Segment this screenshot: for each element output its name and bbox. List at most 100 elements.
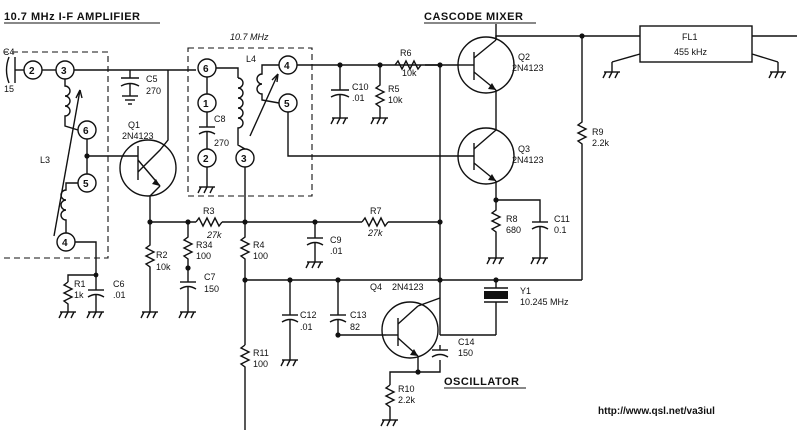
wire-q3-emitter [496, 199, 541, 222]
svg-text:Q3: Q3 [518, 144, 530, 154]
svg-text:680: 680 [506, 225, 521, 235]
r8-resistor: R8 680 [486, 200, 521, 265]
svg-text:4: 4 [284, 61, 290, 72]
svg-text:5: 5 [83, 179, 89, 190]
svg-text:10k: 10k [402, 68, 417, 78]
c10-capacitor: C10 .01 [330, 65, 369, 125]
svg-text:270: 270 [146, 86, 161, 96]
svg-text:C10: C10 [352, 82, 369, 92]
l4-primary-coil [237, 77, 246, 150]
svg-text:R5: R5 [388, 84, 400, 94]
svg-text:1k: 1k [74, 290, 84, 300]
q4-transistor: Q4 2N4123 [370, 282, 441, 372]
q3-transistor: Q3 2N4123 [445, 127, 544, 200]
l4-pin-2: 2 [197, 148, 217, 168]
svg-text:C7: C7 [204, 272, 216, 282]
oscillator-title: OSCILLATOR [444, 376, 519, 388]
q2-transistor: Q2 2N4123 [457, 24, 544, 130]
c4-capacitor: C4 15 [3, 47, 24, 94]
svg-text:3: 3 [61, 66, 67, 77]
l3-secondary-coil [60, 182, 78, 233]
svg-text:R1: R1 [74, 279, 86, 289]
c14-capacitor: C14 150 [418, 337, 475, 373]
svg-text:Q1: Q1 [128, 120, 140, 130]
svg-text:2N4123: 2N4123 [122, 131, 154, 141]
svg-text:150: 150 [458, 348, 473, 358]
svg-text:.01: .01 [352, 93, 365, 103]
svg-text:2: 2 [29, 66, 35, 77]
svg-text:Q2: Q2 [518, 52, 530, 62]
svg-text:270: 270 [214, 138, 229, 148]
l3-pin-6: 6 [77, 120, 97, 140]
svg-text:.01: .01 [300, 322, 313, 332]
svg-text:C8: C8 [214, 114, 226, 124]
l4-ground [197, 167, 215, 194]
svg-text:6: 6 [83, 126, 89, 137]
r7-resistor: R7 27k [361, 206, 389, 238]
svg-text:27k: 27k [206, 230, 222, 240]
q1-transistor: Q1 2N4123 [119, 70, 177, 222]
l3-shield-box [4, 51, 109, 259]
l3-pin-5: 5 [77, 173, 97, 193]
l4-pin-1: 1 [197, 93, 217, 113]
l3-tuning-arrowhead [75, 89, 83, 99]
l4-pin-5: 5 [278, 93, 298, 113]
svg-text:455 kHz: 455 kHz [674, 47, 708, 57]
svg-text:C12: C12 [300, 310, 317, 320]
svg-text:100: 100 [196, 251, 211, 261]
c11-capacitor: C11 0.1 [530, 214, 570, 265]
svg-text:Q4: Q4 [370, 282, 382, 292]
svg-text:150: 150 [204, 284, 219, 294]
svg-text:2.2k: 2.2k [592, 138, 610, 148]
svg-text:C9: C9 [330, 235, 342, 245]
svg-text:.01: .01 [330, 246, 343, 256]
mixer-title: CASCODE MIXER [424, 11, 523, 23]
c9-capacitor: C9 .01 [305, 222, 343, 269]
svg-text:82: 82 [350, 322, 360, 332]
l3-primary-coil [64, 79, 79, 131]
r11-resistor: R11 100 [239, 344, 269, 430]
l3-label: L3 [40, 155, 50, 165]
svg-text:R9: R9 [592, 127, 604, 137]
svg-text:6: 6 [203, 64, 209, 75]
l4-label: L4 [246, 54, 256, 64]
l4-tuning-arrow [249, 73, 279, 137]
r4-resistor: R4 100 [239, 222, 268, 280]
svg-text:C11: C11 [554, 214, 570, 224]
svg-text:27k: 27k [367, 228, 383, 238]
fl1-filter: FL1 455 kHz [602, 25, 797, 79]
l4-pin-3: 3 [235, 148, 255, 168]
l4-pin-4: 4 [278, 55, 298, 75]
l3-pin-4: 4 [56, 232, 76, 252]
svg-text:C14: C14 [458, 337, 475, 347]
svg-text:2: 2 [203, 154, 209, 165]
l3-pin-3: 3 [55, 60, 75, 80]
svg-text:1: 1 [203, 99, 209, 110]
svg-text:C4: C4 [3, 47, 15, 57]
c5-capacitor: C5 270 [120, 70, 161, 105]
svg-text:2.2k: 2.2k [398, 395, 416, 405]
if-amplifier-title: 10.7 MHz I-F AMPLIFIER [4, 11, 141, 23]
svg-text:R7: R7 [370, 206, 382, 216]
svg-text:C5: C5 [146, 74, 158, 84]
l3-tuning-arrow [53, 89, 81, 237]
l3-pin-2: 2 [23, 60, 43, 80]
svg-text:R3: R3 [203, 206, 215, 216]
svg-text:C13: C13 [350, 310, 367, 320]
svg-text:4: 4 [62, 238, 68, 249]
svg-text:100: 100 [253, 359, 268, 369]
c7-capacitor: C7 150 [178, 268, 219, 319]
l4-shield-box [187, 47, 313, 197]
svg-text:10k: 10k [388, 95, 403, 105]
svg-text:R2: R2 [156, 250, 168, 260]
svg-text:2N4123: 2N4123 [512, 63, 544, 73]
l4-tuning-arrowhead [271, 73, 279, 83]
r10-resistor: R10 2.2k [380, 384, 416, 427]
r1-resistor: R1 1k [58, 279, 86, 319]
svg-text:10.245 MHz: 10.245 MHz [520, 297, 569, 307]
wire-l4-6-coil [216, 67, 239, 78]
svg-text:R11: R11 [253, 348, 269, 358]
svg-text:100: 100 [253, 251, 268, 261]
svg-text:R6: R6 [400, 48, 412, 58]
